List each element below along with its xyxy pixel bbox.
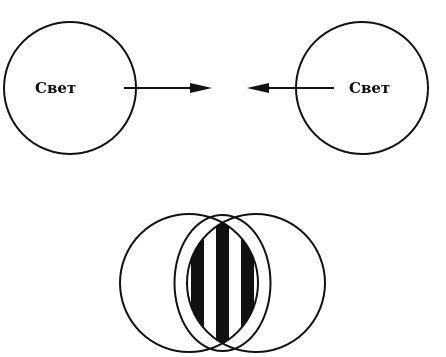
right-arrow	[247, 83, 334, 93]
interference-fringes	[191, 205, 254, 357]
fringe-1	[191, 205, 204, 357]
right-light-label: Свет	[349, 79, 390, 97]
left-arrow-head	[190, 83, 212, 93]
left-light-source: Свет	[4, 22, 136, 154]
fringe-2	[216, 205, 229, 357]
right-arrow-head	[247, 83, 269, 93]
left-light-label: Свет	[35, 79, 76, 97]
fringe-3	[241, 205, 254, 357]
left-arrow	[124, 83, 212, 93]
overlap-figure	[120, 205, 325, 357]
